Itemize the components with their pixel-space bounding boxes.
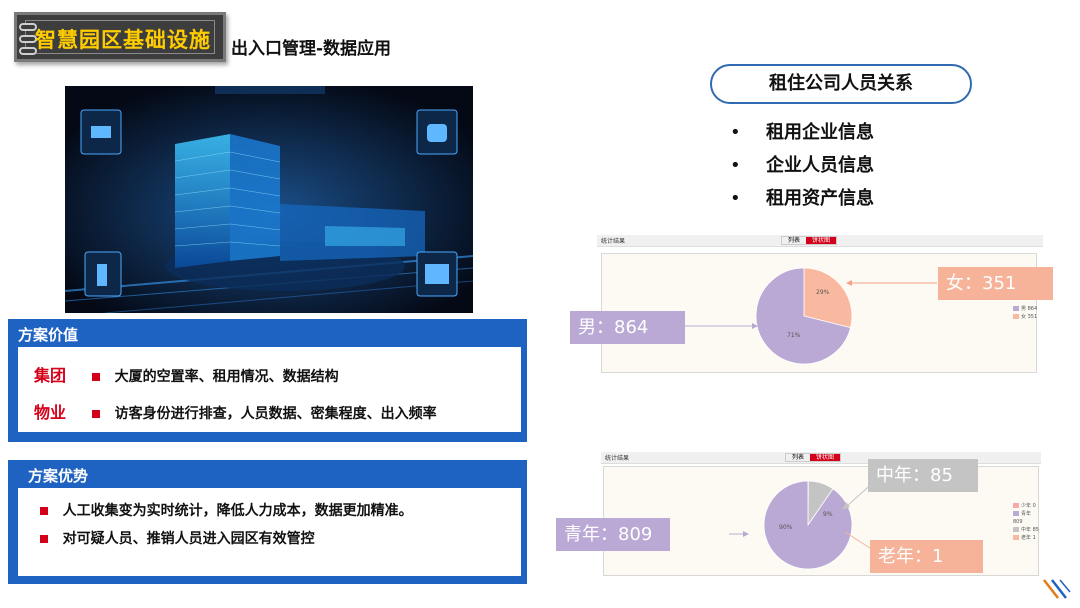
- legend-item: 中年 85: [1013, 526, 1041, 534]
- bullet-icon: •: [730, 188, 741, 209]
- pie-slice-label: 9%: [823, 511, 833, 518]
- value-category: 集团: [34, 366, 67, 385]
- value-panel-title: 方案价值: [18, 326, 79, 344]
- legend-item: 青年 809: [1013, 511, 1032, 525]
- title-badge: 智慧园区基础设施: [14, 12, 226, 62]
- chart-legend: 少年 0 青年 809 中年 85 老年 1: [1013, 502, 1041, 542]
- legend-item: 男 864: [1013, 305, 1037, 313]
- tab-pie[interactable]: 饼状图: [806, 237, 837, 244]
- building-3d-image: [65, 86, 473, 313]
- tab-list[interactable]: 列表: [788, 237, 801, 244]
- callout-female: 女：351: [938, 267, 1053, 300]
- callout-middle-age: 中年：85: [868, 459, 978, 492]
- pie-slice-女: [803, 267, 853, 329]
- arrow-icon: [752, 323, 758, 329]
- bullet-icon: •: [730, 122, 741, 143]
- pie-slice-青年: [763, 480, 853, 570]
- callout-young: 青年：809: [556, 518, 670, 551]
- value-category: 物业: [34, 403, 67, 422]
- pie-slice-label: 71%: [787, 332, 801, 339]
- chart-tabs: 列表 饼状图: [781, 236, 838, 245]
- gender-pie-chart: 71% 29%: [685, 267, 937, 365]
- gender-chart-panel: 统计结果 列表 饼状图 71% 29% 男 864 女 351: [597, 235, 1043, 377]
- tab-list[interactable]: 列表: [792, 454, 805, 461]
- pie-slice-label: 29%: [816, 289, 830, 296]
- legend-item: 少年 0: [1013, 502, 1041, 510]
- page-subtitle: 出入口管理-数据应用: [231, 39, 392, 59]
- red-square-icon: [92, 373, 100, 381]
- red-square-icon: [92, 410, 100, 418]
- red-square-icon: [40, 535, 48, 543]
- value-panel: 方案价值 集团 大厦的空置率、租用情况、数据结构 物业 访客身份进行排查，人员数…: [8, 319, 527, 442]
- chart-tabs: 列表 饼状图: [785, 453, 842, 462]
- advantage-panel-title: 方案优势: [28, 467, 89, 485]
- chart-legend: 男 864 女 351: [1013, 305, 1037, 321]
- callout-old: 老年：1: [870, 540, 983, 573]
- binder-ring-icon: [19, 23, 37, 31]
- value-row: 集团 大厦的空置率、租用情况、数据结构: [34, 362, 339, 386]
- arrow-icon: [846, 280, 852, 286]
- value-row: 物业 访客身份进行排查，人员数据、密集程度、出入频率: [34, 399, 437, 423]
- binder-ring-icon: [19, 35, 37, 43]
- advantage-panel: 方案优势 人工收集变为实时统计，降低人力成本，数据更加精准。 对可疑人员、推销人…: [8, 460, 527, 584]
- callout-line: [844, 531, 874, 551]
- legend-item: 老年 1: [1013, 534, 1041, 542]
- binder-ring-icon: [19, 47, 37, 55]
- section-title-pill: 租住公司人员关系: [710, 64, 972, 104]
- corner-logo-icon: [1043, 579, 1071, 599]
- legend-item: 女 351: [1013, 313, 1037, 321]
- advantage-panel-body: 人工收集变为实时统计，降低人力成本，数据更加精准。 对可疑人员、推销人员进入园区…: [18, 488, 521, 576]
- red-square-icon: [40, 507, 48, 515]
- bullet-item: •租用资产信息: [730, 188, 874, 209]
- bullet-icon: •: [730, 155, 741, 176]
- chart-bar-label: 统计结果: [605, 455, 630, 462]
- callout-male: 男：864: [570, 311, 685, 344]
- page-title: 智慧园区基础设施: [35, 28, 211, 52]
- advantage-row: 对可疑人员、推销人员进入园区有效管控: [40, 528, 315, 548]
- age-pie-chart: 90% 9%: [729, 479, 877, 570]
- bullet-item: •租用企业信息: [730, 122, 874, 143]
- bullet-item: •企业人员信息: [730, 155, 874, 176]
- arrow-icon: [743, 531, 749, 537]
- pie-slice-label: 90%: [779, 524, 793, 531]
- value-panel-body: 集团 大厦的空置率、租用情况、数据结构 物业 访客身份进行排查，人员数据、密集程…: [18, 347, 521, 432]
- arrow-icon: [842, 502, 850, 510]
- chart-bar-label: 统计结果: [601, 238, 626, 245]
- pie-slice-男: [755, 267, 852, 365]
- advantage-row: 人工收集变为实时统计，降低人力成本，数据更加精准。: [40, 500, 413, 520]
- tab-pie[interactable]: 饼状图: [810, 454, 841, 461]
